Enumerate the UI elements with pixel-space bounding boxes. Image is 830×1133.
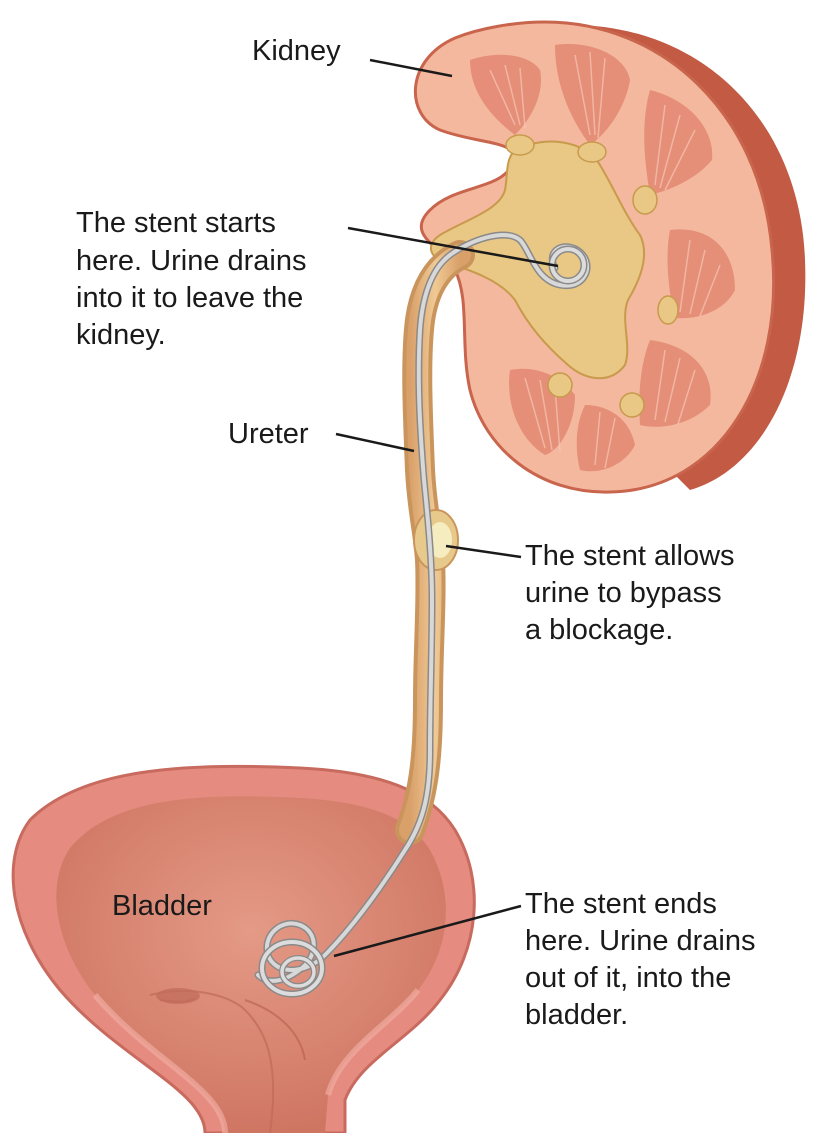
stent-bypass-label: The stent allows urine to bypass a block… xyxy=(525,540,743,646)
ureter-label: Ureter xyxy=(228,418,309,450)
bladder-label: Bladder xyxy=(112,890,212,922)
stent-end-label: The stent ends here. Urine drains out of… xyxy=(525,888,764,1031)
blockage xyxy=(414,510,458,570)
ureteral-orifice xyxy=(156,988,200,1004)
stent-start-label: The stent starts here. Urine drains into… xyxy=(76,207,315,351)
ureter-leader xyxy=(336,434,414,451)
kidney-label: Kidney xyxy=(252,35,341,67)
bladder-interior xyxy=(56,796,445,1133)
